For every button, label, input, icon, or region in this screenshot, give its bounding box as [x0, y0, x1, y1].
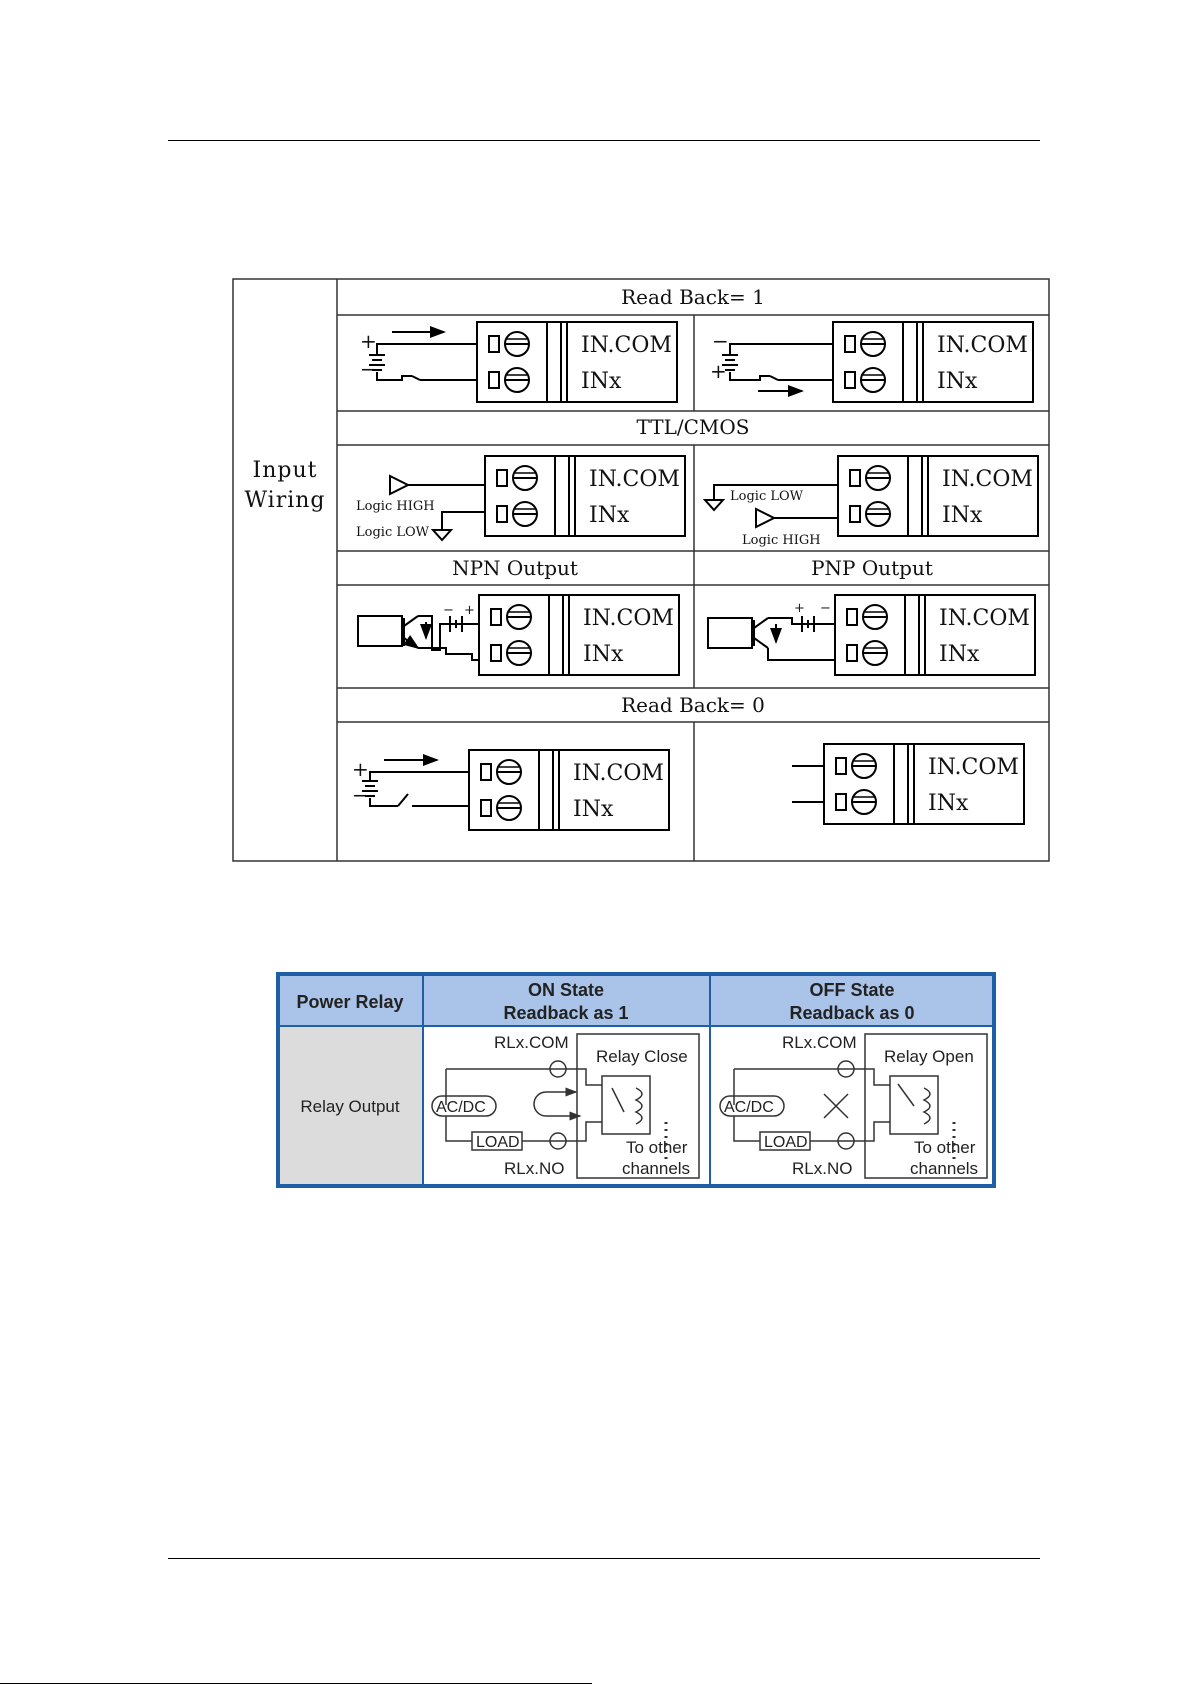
label-load: LOAD — [476, 1134, 520, 1151]
label-rlx-no: RLx.NO — [792, 1159, 852, 1178]
relay-header-bg — [278, 974, 994, 1026]
terminal-label-com: IN.COM — [928, 755, 1019, 780]
header-off-readback: Readback as 0 — [789, 1003, 914, 1023]
terminal-label-inx: INx — [573, 797, 614, 822]
label-rlx-com: RLx.COM — [494, 1033, 569, 1052]
circuit-switch-closed-left: IN.COM INx + − — [360, 321, 678, 403]
circuit-switch-closed-right: IN.COM INx − + — [710, 321, 1034, 403]
terminal-label-inx: INx — [939, 642, 980, 667]
header-ttl-cmos: TTL/CMOS — [637, 415, 750, 439]
polarity-minus: − — [352, 783, 369, 807]
terminal-label-com: IN.COM — [589, 467, 680, 492]
label-rlx-no: RLx.NO — [504, 1159, 564, 1178]
row-label-relay-output: Relay Output — [300, 1097, 399, 1116]
header-power-relay: Power Relay — [296, 992, 403, 1012]
header-read-back-0: Read Back= 0 — [621, 693, 765, 717]
polarity-plus: + — [710, 359, 727, 383]
header-rule — [168, 140, 1040, 141]
label-logic-low: Logic LOW — [730, 489, 804, 504]
polarity-plus: + — [360, 329, 377, 353]
polarity-minus: − — [712, 329, 729, 353]
label-relay-open: Relay Open — [884, 1047, 974, 1066]
circuit-pnp: IN.COM INx + − — [707, 594, 1036, 676]
label-relay-close: Relay Close — [596, 1047, 688, 1066]
terminal-label-inx: INx — [928, 791, 969, 816]
input-wiring-table: Input Wiring Read Back= 1 TTL/CMOS NPN O… — [232, 278, 1052, 869]
circuit-npn: IN.COM INx − + — [357, 594, 680, 676]
terminal-label-inx: INx — [937, 369, 978, 394]
header-pnp-output: PNP Output — [811, 556, 933, 580]
table-grid — [232, 278, 1050, 862]
circuit-ttl-left: IN.COM INx Logic HIGH Logic LOW — [356, 455, 686, 542]
power-relay-table: Power Relay ON State Readback as 1 OFF S… — [276, 972, 996, 1193]
terminal-label-com: IN.COM — [937, 333, 1028, 358]
label-rlx-com: RLx.COM — [782, 1033, 857, 1052]
label-logic-high: Logic HIGH — [356, 499, 435, 514]
label-to-other: To other — [914, 1138, 976, 1157]
terminal-label-com: IN.COM — [939, 606, 1030, 631]
label-to-other: To other — [626, 1138, 688, 1157]
label-ac-dc: AC/DC — [436, 1099, 486, 1116]
terminal-label-inx: INx — [942, 503, 983, 528]
footnote-rule — [0, 1683, 592, 1684]
label-channels: channels — [622, 1159, 690, 1178]
terminal-label-inx: INx — [589, 503, 630, 528]
terminal-label-inx: INx — [581, 369, 622, 394]
relay-on-diagram: RLx.COM RLx.NO Relay Close AC/DC L — [431, 1033, 700, 1179]
polarity-minus: − — [360, 357, 377, 381]
relay-off-diagram: RLx.COM RLx.NO Relay Open AC/DC LOAD — [719, 1033, 988, 1179]
header-on-state: ON State — [528, 980, 604, 1000]
polarity-plus: + — [352, 757, 369, 781]
label-load: LOAD — [764, 1134, 808, 1151]
label-logic-high: Logic HIGH — [742, 533, 821, 548]
terminal-label-com: IN.COM — [942, 467, 1033, 492]
terminal-label-com: IN.COM — [583, 606, 674, 631]
terminal-label-com: IN.COM — [581, 333, 672, 358]
polarity-plus: + — [794, 601, 805, 616]
side-label-input: Input — [253, 458, 318, 483]
footer-rule — [168, 1558, 1040, 1559]
polarity-minus: − — [443, 603, 454, 618]
relay-label-bg — [278, 1026, 423, 1186]
header-read-back-1: Read Back= 1 — [621, 285, 765, 309]
label-channels: channels — [910, 1159, 978, 1178]
header-on-readback: Readback as 1 — [503, 1003, 628, 1023]
header-npn-output: NPN Output — [452, 556, 578, 580]
side-label-wiring: Wiring — [244, 488, 325, 513]
polarity-plus: + — [464, 603, 475, 618]
circuit-ttl-right: IN.COM INx Logic LOW Logic HIGH — [702, 455, 1039, 548]
terminal-label-inx: INx — [583, 642, 624, 667]
terminal-label-com: IN.COM — [573, 761, 664, 786]
circuit-switch-open: IN.COM INx + − — [352, 749, 670, 831]
header-off-state: OFF State — [809, 980, 894, 1000]
label-logic-low: Logic LOW — [356, 525, 430, 540]
polarity-minus: − — [820, 601, 831, 616]
label-ac-dc: AC/DC — [724, 1099, 774, 1116]
circuit-open-inputs: IN.COM INx — [792, 743, 1025, 825]
